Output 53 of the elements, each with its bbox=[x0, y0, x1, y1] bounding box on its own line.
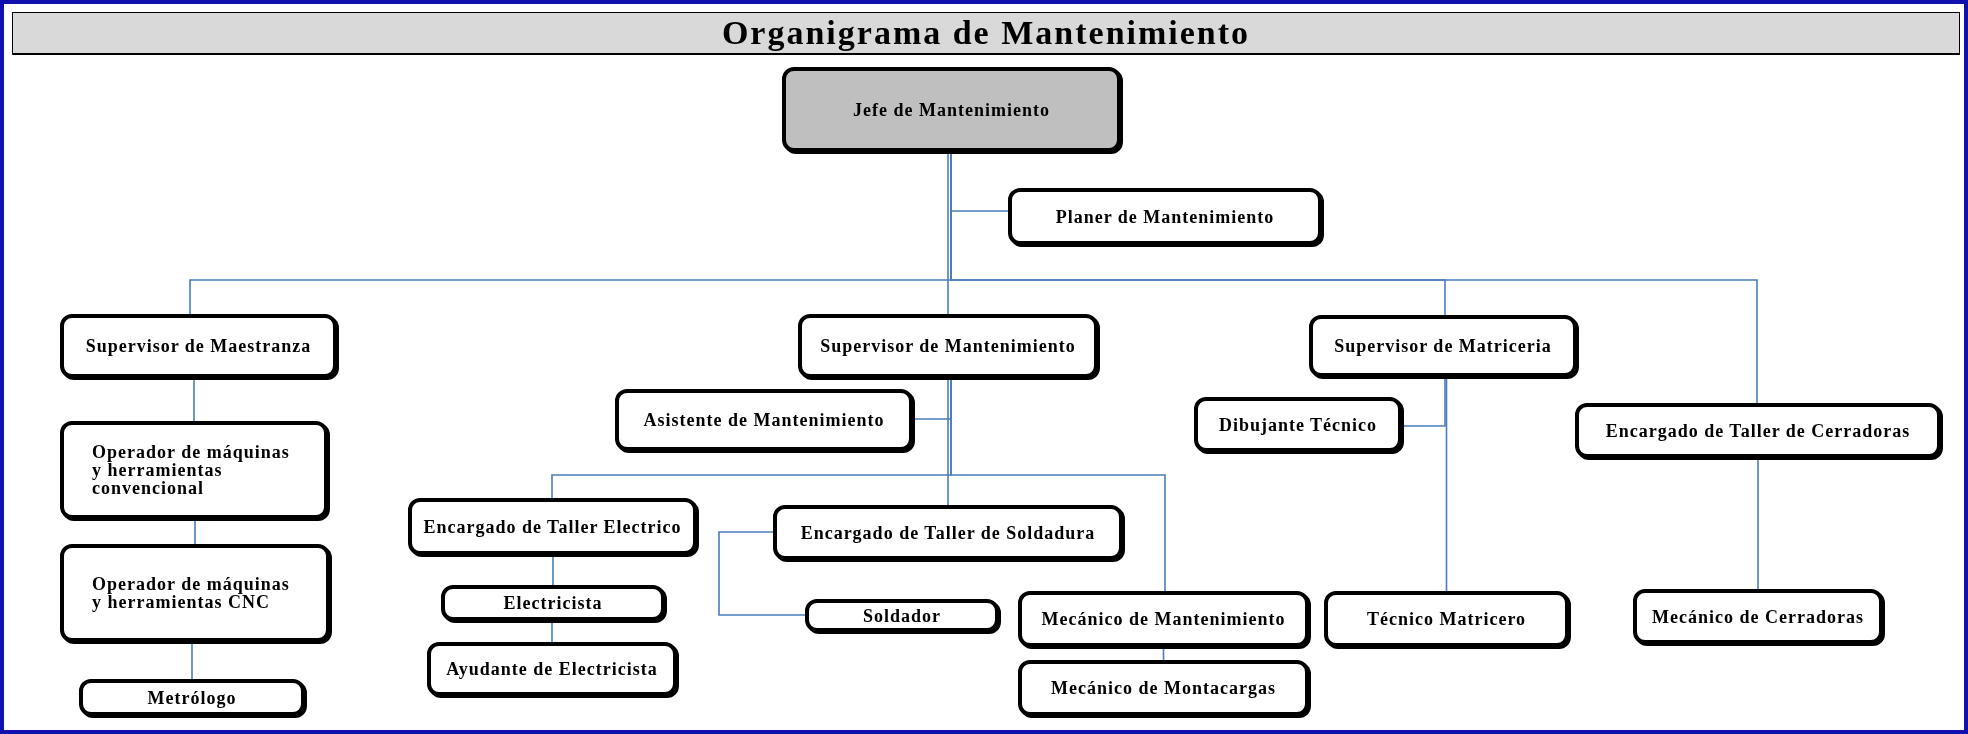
position-title: Encargado de Taller Electrico bbox=[423, 517, 682, 536]
position-title: Encargado de Taller de Cerradoras bbox=[1605, 421, 1911, 440]
connector-line bbox=[947, 377, 949, 506]
position-title: Operador de máquinas y herramientas convencional bbox=[92, 443, 291, 497]
position-box bbox=[60, 314, 337, 378]
connector-line bbox=[551, 620, 553, 643]
position-box bbox=[1194, 397, 1402, 452]
connector-line bbox=[1401, 376, 1446, 427]
position-box bbox=[427, 642, 677, 696]
position-box bbox=[782, 67, 1121, 152]
position-title: Mecánico de Montacargas bbox=[1051, 679, 1276, 697]
position-box bbox=[60, 421, 328, 519]
position-box bbox=[1018, 660, 1309, 716]
position-title: Supervisor de Matriceria bbox=[1334, 337, 1552, 355]
title: Organigrama de Mantenimiento bbox=[721, 14, 1251, 52]
position-box bbox=[798, 314, 1098, 378]
position-box bbox=[1633, 589, 1883, 644]
position-box bbox=[441, 585, 665, 621]
position-title: Metrólogo bbox=[147, 688, 237, 707]
connector-line bbox=[950, 377, 1166, 592]
position-title: Asistente de Mantenimiento bbox=[643, 411, 885, 429]
position-title: Supervisor de Maestranza bbox=[85, 337, 312, 355]
position-box bbox=[60, 544, 330, 642]
connector-line bbox=[1445, 376, 1448, 592]
position-box bbox=[1324, 591, 1569, 647]
connector-line bbox=[191, 641, 193, 680]
position-title: Técnico Matricero bbox=[1366, 610, 1527, 628]
position-box bbox=[1309, 315, 1577, 377]
position-box bbox=[805, 599, 999, 632]
position-box bbox=[408, 498, 697, 555]
position-box bbox=[615, 389, 913, 451]
position-box bbox=[773, 505, 1123, 560]
connector-line bbox=[718, 531, 806, 616]
position-title: Planer de Mantenimiento bbox=[1055, 207, 1275, 226]
position-title: Mecánico de Mantenimiento bbox=[1041, 610, 1286, 628]
connector-line bbox=[193, 377, 195, 422]
position-box bbox=[1018, 591, 1309, 647]
position-box bbox=[1008, 188, 1322, 245]
position-title: Supervisor de Mantenimiento bbox=[820, 337, 1076, 355]
position-box bbox=[79, 679, 305, 716]
connector-line bbox=[552, 554, 554, 586]
connector-line bbox=[1757, 457, 1759, 590]
position-box bbox=[1575, 403, 1941, 458]
position-title: Jefe de Mantenimiento bbox=[853, 100, 1050, 119]
position-title: Mecánico de Cerradoras bbox=[1652, 607, 1864, 626]
position-title: Dibujante Técnico bbox=[1218, 415, 1378, 434]
connector-line bbox=[194, 518, 196, 545]
position-title: Operador de máquinas y herramientas CNC bbox=[92, 575, 291, 611]
position-title: Ayudante de Electricista bbox=[446, 660, 658, 678]
connector-line bbox=[947, 151, 949, 315]
position-title: Soldador bbox=[863, 606, 941, 625]
position-title: Encargado de Taller de Soldadura bbox=[800, 523, 1096, 542]
position-title: Electricista bbox=[503, 594, 603, 612]
